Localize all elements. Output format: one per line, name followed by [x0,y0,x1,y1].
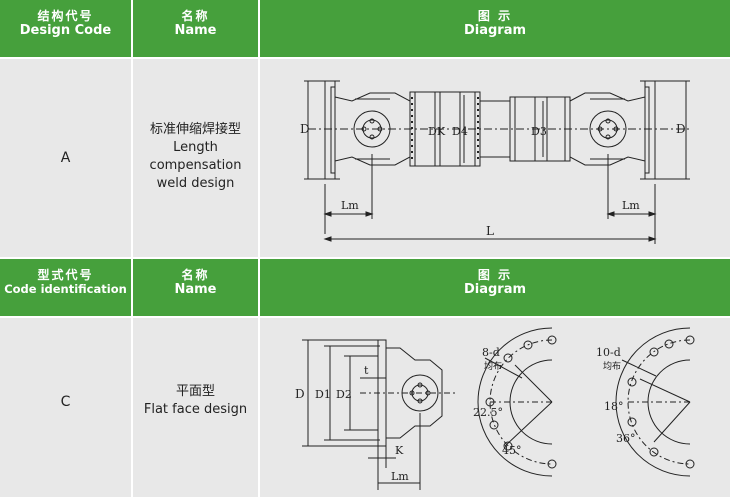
header-code2-zh: 型式代号 [37,268,94,282]
label-d-right: D [676,122,686,136]
header-name: 名称 Name [133,0,258,57]
diagram-telescopic-shaft: D DK D4 D3 D Lm Lm L [300,80,692,244]
label-lm: Lm [391,470,409,483]
header-diagram-zh: 图 示 [477,9,513,23]
name-en-c: Flat face design [143,402,248,417]
divider [258,59,260,257]
header-diagram-en: Diagram [463,23,527,38]
label-angle-22-5: 22.5° [473,406,503,419]
header-name-en: Name [174,23,217,38]
header-diagram2-zh: 图 示 [477,268,513,282]
label-8-holes: 8-d [482,346,500,359]
label-l: L [486,224,494,238]
design-code-c: C [60,394,71,410]
header-code2-en: Code identification [4,282,127,296]
label-d-left: D [300,122,310,136]
header-name2-en: Name [174,282,217,297]
label-lm-left: Lm [341,199,359,212]
name-zh-a: 标准伸缩焊接型 [149,122,241,137]
label-angle-18: 18° [604,400,624,413]
label-d4: D4 [452,125,468,138]
divider [131,59,133,257]
header-name2-zh: 名称 [181,268,210,282]
label-dk: DK [428,125,446,138]
name-cell-c: 平面型 Flat face design [133,383,258,419]
header-name-zh: 名称 [181,9,210,23]
name-en-a-line2: compensation [149,158,242,173]
name-en-a-line3: weld design [156,176,235,191]
divider [0,257,730,259]
header-name-2: 名称 Name [133,259,258,316]
name-en-a-line1: Length [173,140,218,155]
header-design-code: 结构代号 Design Code [0,0,131,57]
label-evenly-8: 均布 [484,360,502,372]
diagram-flat-face: D D1 D2 t K Lm 8-d 均布 22.5° 45° [295,327,695,490]
label-evenly-10: 均布 [603,360,621,372]
name-zh-c: 平面型 [175,384,215,399]
divider [131,318,133,497]
header-diagram-2: 图 示 Diagram [260,259,730,316]
label-d1: D1 [315,388,331,401]
label-d3: D3 [531,125,547,138]
name-cell-a: 标准伸缩焊接型 Length compensation weld design [133,121,258,193]
header-code-zh: 结构代号 [37,9,94,23]
label-angle-36: 36° [616,432,636,445]
label-angle-45: 45° [502,444,522,457]
label-lm-right: Lm [622,199,640,212]
row-c [0,318,730,497]
header-code-identification: 型式代号 Code identification [0,259,131,316]
label-10-holes: 10-d [596,346,621,359]
divider [258,318,260,497]
label-d2: D2 [336,388,352,401]
header-code-en: Design Code [19,23,112,38]
label-t: t [364,364,369,377]
header-diagram2-en: Diagram [463,282,527,297]
design-code-a: A [60,150,71,166]
label-d: D [295,387,305,401]
header-diagram: 图 示 Diagram [260,0,730,57]
label-k: K [395,444,404,457]
